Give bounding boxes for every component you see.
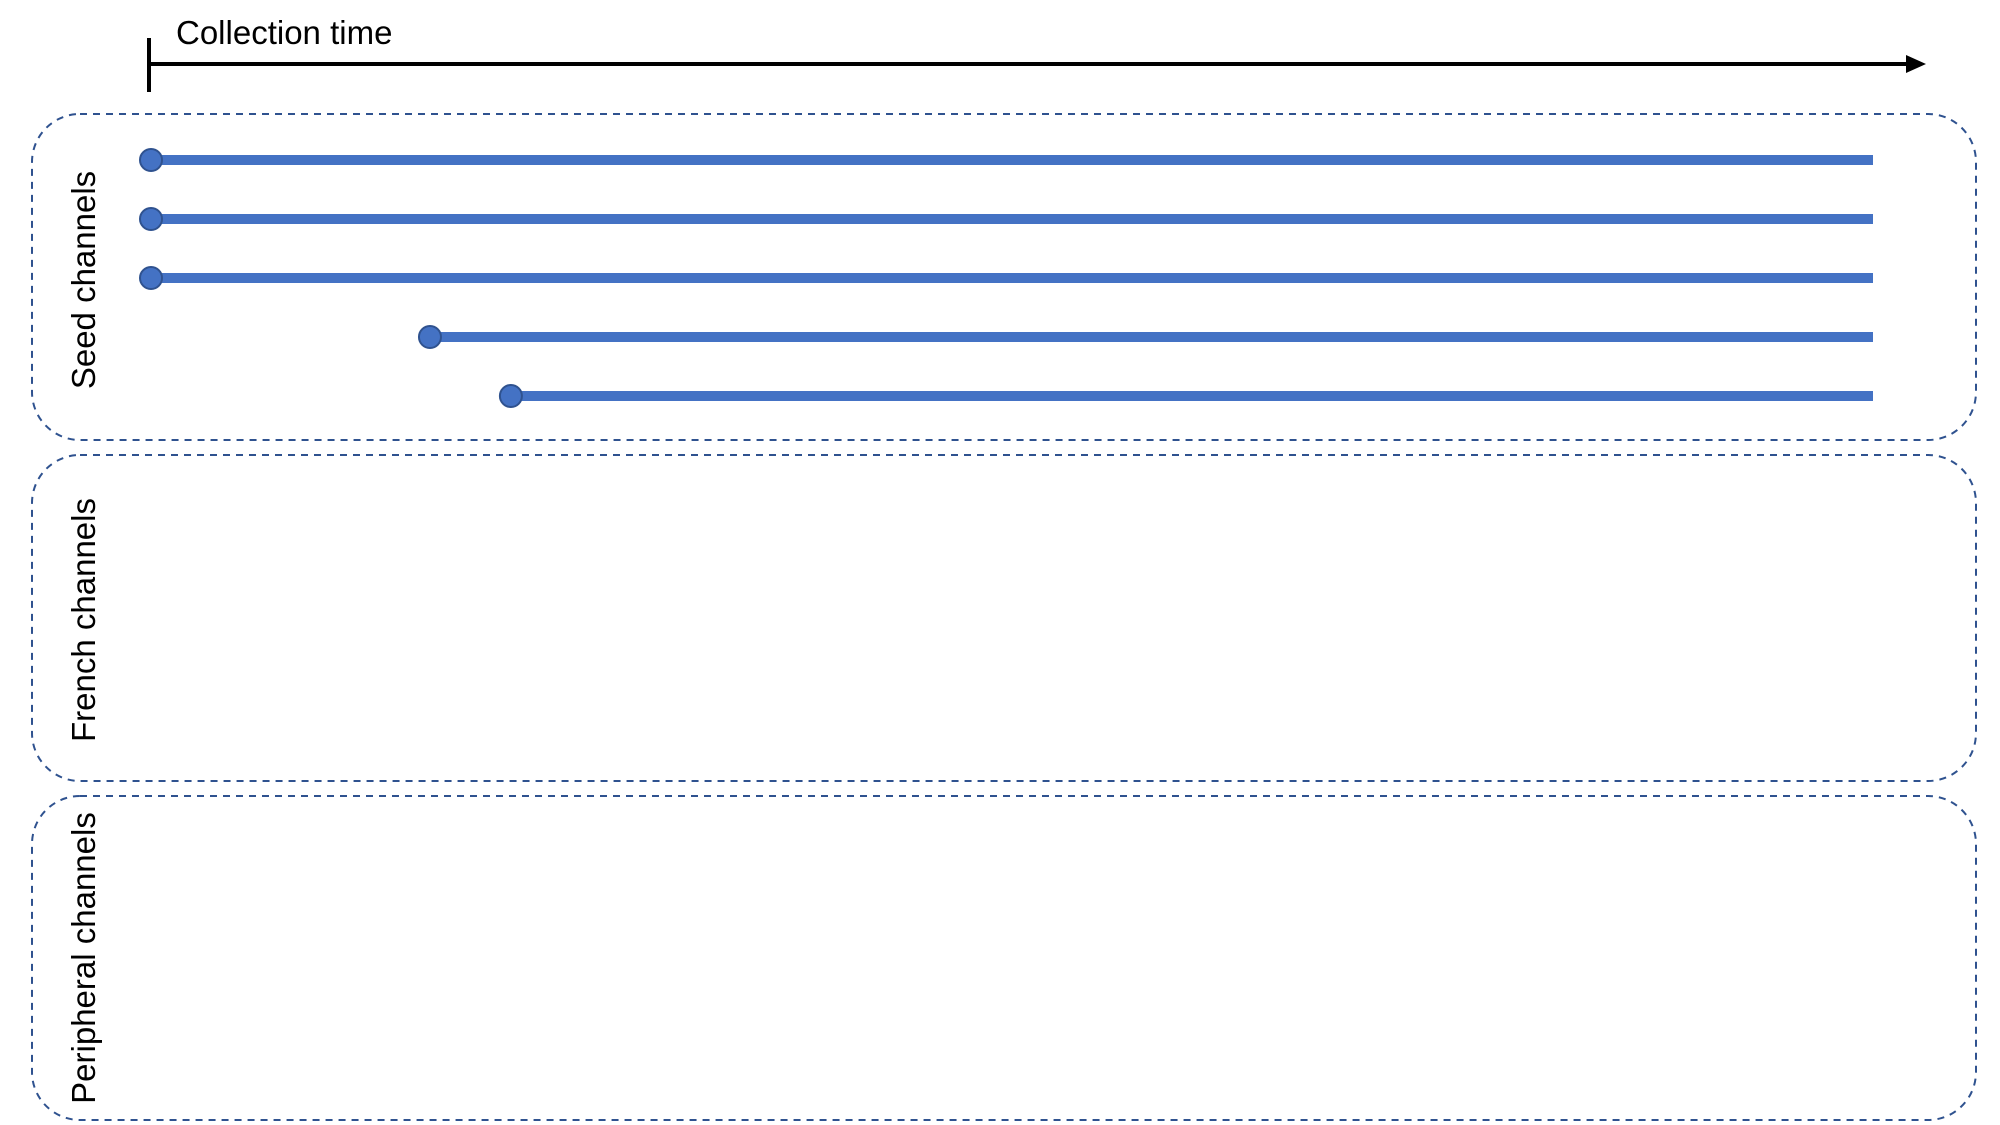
channel-start-marker — [139, 266, 163, 290]
channel-start-marker — [139, 207, 163, 231]
axis-label: Collection time — [176, 14, 393, 51]
channel-lines — [139, 148, 1873, 408]
channel-start-marker — [498, 384, 523, 408]
group-panel-french — [31, 454, 1977, 782]
axis-arrowhead — [1906, 55, 1926, 73]
channel-start-marker — [417, 325, 442, 349]
group-panel-peripheral — [31, 795, 1977, 1121]
group-panel-seed — [31, 113, 1977, 441]
group-label-seed: Seed channels — [65, 171, 102, 389]
group-label-peripheral: Peripheral channels — [65, 812, 102, 1104]
group-label-french: French channels — [65, 498, 102, 742]
channel-start-marker — [139, 148, 163, 172]
